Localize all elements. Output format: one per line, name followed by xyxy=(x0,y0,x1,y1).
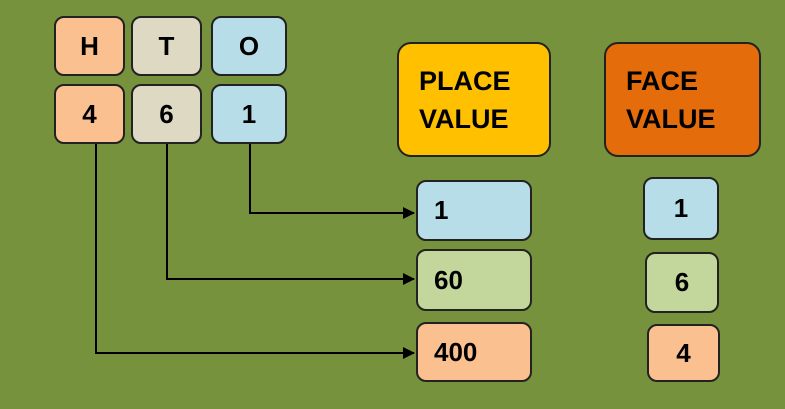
arrow-tens-to-place-value xyxy=(166,143,415,285)
place-value-hundreds: 400 xyxy=(416,322,532,382)
ones-digit: 1 xyxy=(211,84,287,144)
face-value-header-line1: FACE xyxy=(626,66,699,96)
face-value-header: FACE VALUE xyxy=(604,42,761,157)
face-value-hundreds: 4 xyxy=(647,324,720,382)
arrow-hundreds-to-place-value xyxy=(95,143,415,359)
face-value-tens: 6 xyxy=(645,252,719,313)
place-value-tens: 60 xyxy=(416,249,532,311)
arrow-ones-to-place-value xyxy=(249,143,415,219)
place-value-header: PLACE VALUE xyxy=(397,42,551,157)
place-value-ones: 1 xyxy=(416,180,532,241)
place-value-header-line1: PLACE xyxy=(419,66,511,96)
tens-digit: 6 xyxy=(131,84,202,144)
place-value-header-line2: VALUE xyxy=(419,104,509,134)
hundreds-digit: 4 xyxy=(54,84,125,144)
hundreds-header: H xyxy=(54,16,125,76)
tens-header: T xyxy=(131,16,202,76)
ones-header: O xyxy=(211,16,287,76)
face-value-header-line2: VALUE xyxy=(626,104,716,134)
face-value-ones: 1 xyxy=(643,177,719,240)
